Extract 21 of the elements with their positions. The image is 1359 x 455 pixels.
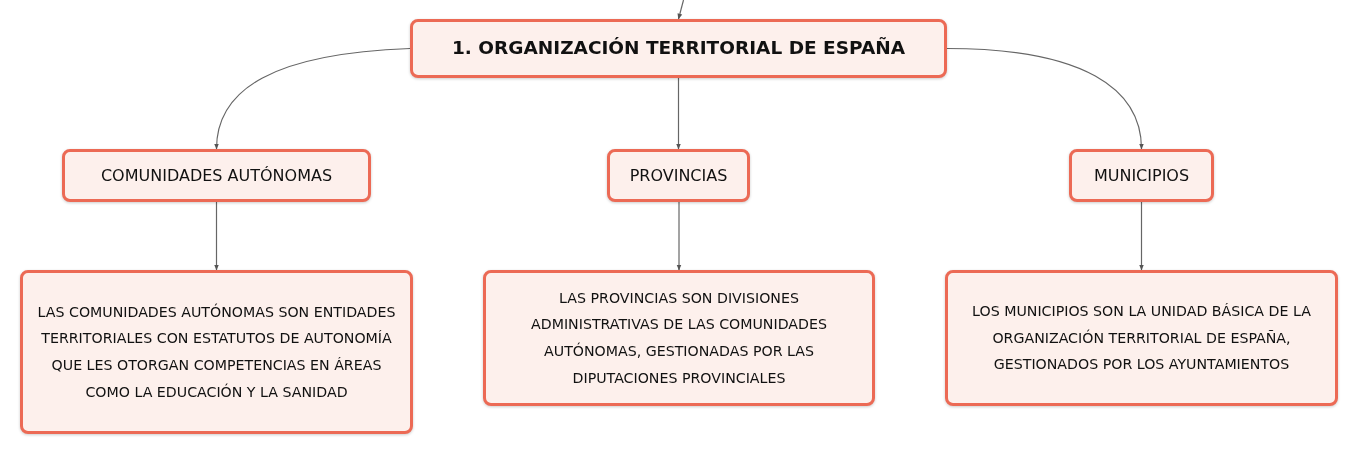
node-text: LAS PROVINCIAS SON DIVISIONES ADMINISTRATIVAS DE LAS COMUNIDADES AUTÓNOMAS, GESTIONADAS POR LAS DIPUTACIONES PROVINCIALES [530, 288, 828, 388]
node-text: PROVINCIAS [629, 165, 728, 186]
description-box [20, 270, 413, 434]
node-text: MUNICIPIOS [1093, 165, 1190, 186]
category-box [62, 149, 371, 202]
arrow [214, 201, 219, 271]
title-box [410, 19, 947, 78]
category-box [607, 149, 750, 202]
description-box [945, 270, 1338, 406]
arrow [676, 201, 682, 271]
category-box [1069, 149, 1214, 202]
arrow [677, 0, 685, 20]
arrow [214, 47, 411, 150]
node-text: COMUNIDADES AUTÓNOMAS [100, 165, 333, 186]
node-text: LOS MUNICIPIOS SON LA UNIDAD BÁSICA DE LA ORGANIZACIÓN TERRITORIAL DE ESPAÑA, GESTIONADOS POR LOS AYUNTAMIENTOS [971, 301, 1312, 375]
arrow [1139, 201, 1144, 271]
description-box [483, 270, 875, 406]
node-text: LAS COMUNIDADES AUTÓNOMAS SON ENTIDADES TERRITORIALES CON ESTATUTOS DE AUTONOMÍA QUE LES OTORGAN COMPETENCIAS EN ÁREAS COMO LA EDUCACIÓN Y LA SANIDAD [36, 302, 397, 402]
arrow [946, 47, 1144, 150]
arrow [676, 77, 681, 150]
node-text: 1. ORGANIZACIÓN TERRITORIAL DE ESPAÑA [451, 37, 906, 60]
